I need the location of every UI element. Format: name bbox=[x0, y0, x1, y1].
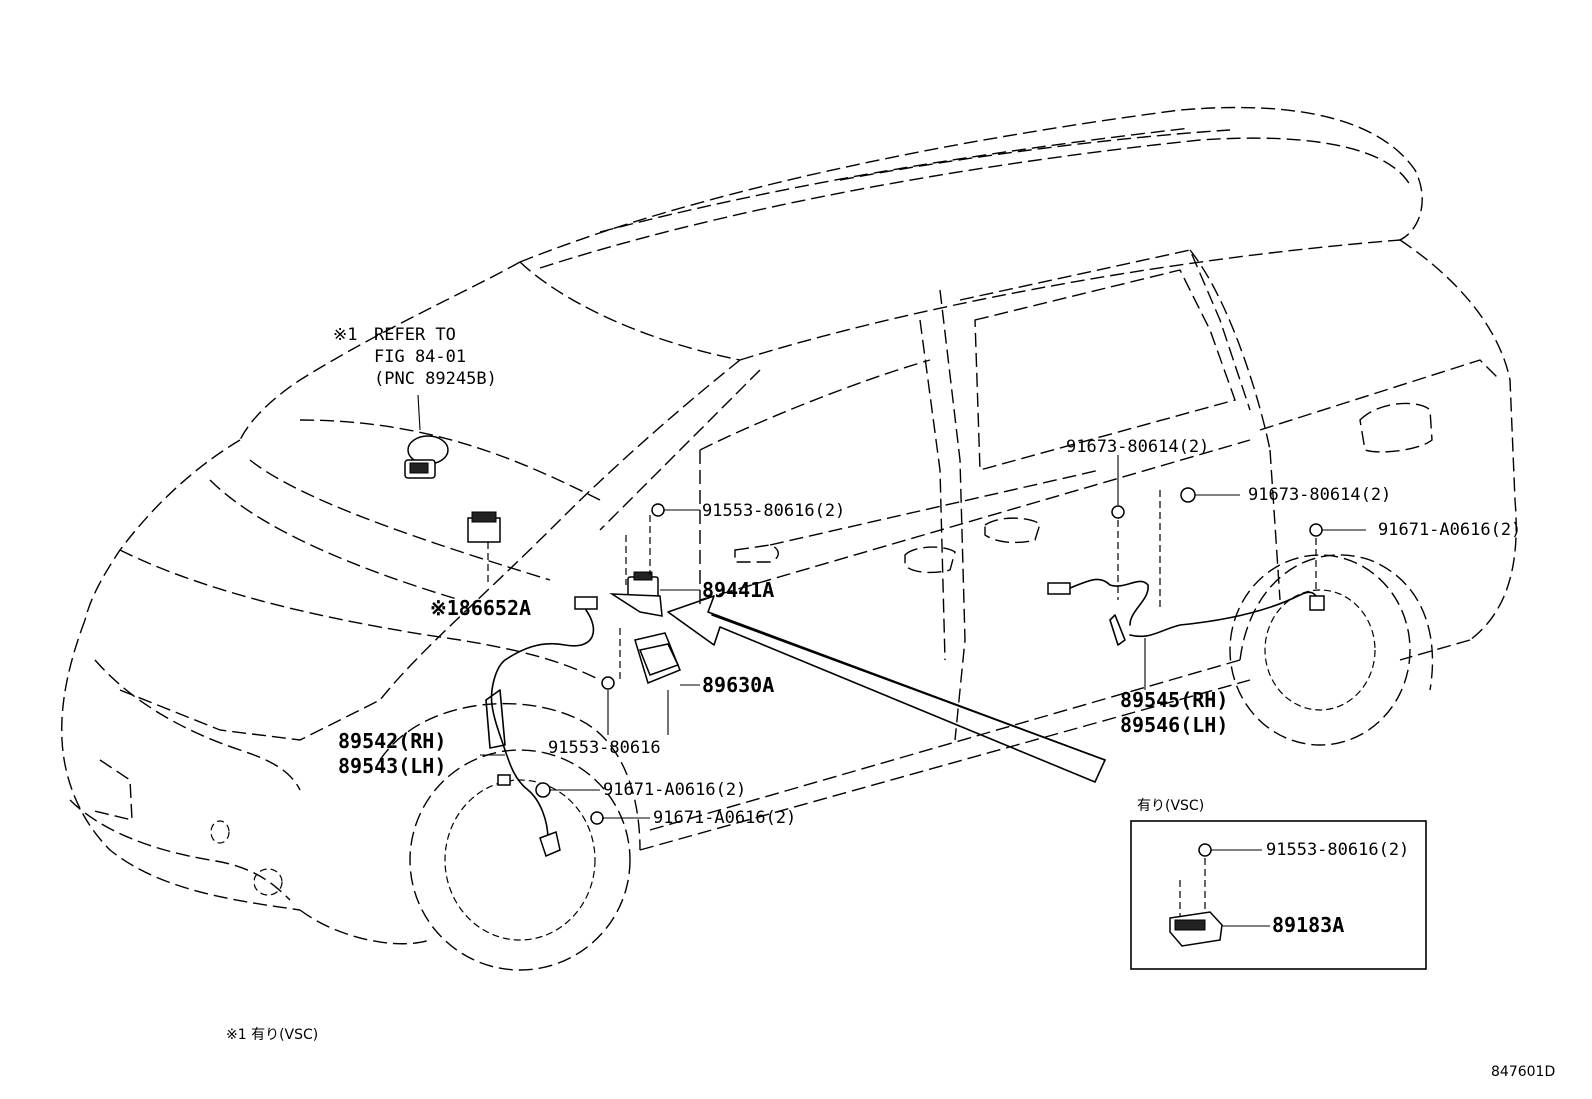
label-89630A: 89630A bbox=[702, 673, 774, 697]
note-refer-line2: FIG 84-01 bbox=[374, 347, 466, 367]
note-refer-mark: ※1 bbox=[333, 325, 357, 345]
label-91673-80614-2-b: 91673-80614(2) bbox=[1248, 485, 1391, 505]
label-91671-A0616-2-a: 91671-A0616(2) bbox=[603, 780, 746, 800]
figure-code: 847601D bbox=[1491, 1064, 1555, 1080]
note-refer: ※1 REFER TO FIG 84-01 (PNC 89245B) bbox=[333, 325, 497, 389]
label-89545: 89545(RH) bbox=[1120, 688, 1228, 712]
inset-bolt bbox=[1198, 843, 1212, 857]
inset-vsc: 有り(VSC) 91553-80616(2) 89183A bbox=[1130, 798, 1427, 970]
label-89543: 89543(LH) bbox=[338, 754, 446, 778]
part-89441A bbox=[609, 515, 700, 617]
part-89630A bbox=[619, 628, 700, 686]
label-91553-80616: 91553-80616 bbox=[548, 738, 661, 758]
inset-frame bbox=[1130, 820, 1427, 970]
vehicle-outline bbox=[61, 106, 1517, 971]
bolt-91553-80616-top bbox=[651, 503, 700, 517]
inset-label-89183A: 89183A bbox=[1272, 913, 1344, 937]
label-89542: 89542(RH) bbox=[338, 729, 446, 753]
label-91671-A0616-2-b: 91671-A0616(2) bbox=[653, 808, 796, 828]
bolt-91553-80616 bbox=[601, 676, 615, 735]
front-speed-sensor-harness bbox=[480, 596, 650, 858]
location-arrow bbox=[667, 595, 1106, 783]
inset-label-91553-80616-2: 91553-80616(2) bbox=[1266, 840, 1409, 860]
inset-title: 有り(VSC) bbox=[1137, 798, 1204, 814]
label-91553-80616-2-top: 91553-80616(2) bbox=[702, 501, 845, 521]
footnote: ※1 有り(VSC) bbox=[226, 1027, 318, 1043]
note-refer-line3: (PNC 89245B) bbox=[374, 369, 497, 389]
label-86652A: ※186652A bbox=[430, 596, 531, 620]
part-86652A bbox=[467, 511, 501, 585]
label-89546: 89546(LH) bbox=[1120, 713, 1228, 737]
spiral-cable-part bbox=[404, 394, 449, 479]
label-91671-A0616-2-rear: 91671-A0616(2) bbox=[1378, 520, 1521, 540]
label-91673-80614-2-a: 91673-80614(2) bbox=[1066, 437, 1209, 457]
label-89441A: 89441A bbox=[702, 578, 774, 602]
note-refer-line1: REFER TO bbox=[374, 325, 456, 345]
rear-speed-sensor-harness bbox=[1047, 455, 1366, 690]
